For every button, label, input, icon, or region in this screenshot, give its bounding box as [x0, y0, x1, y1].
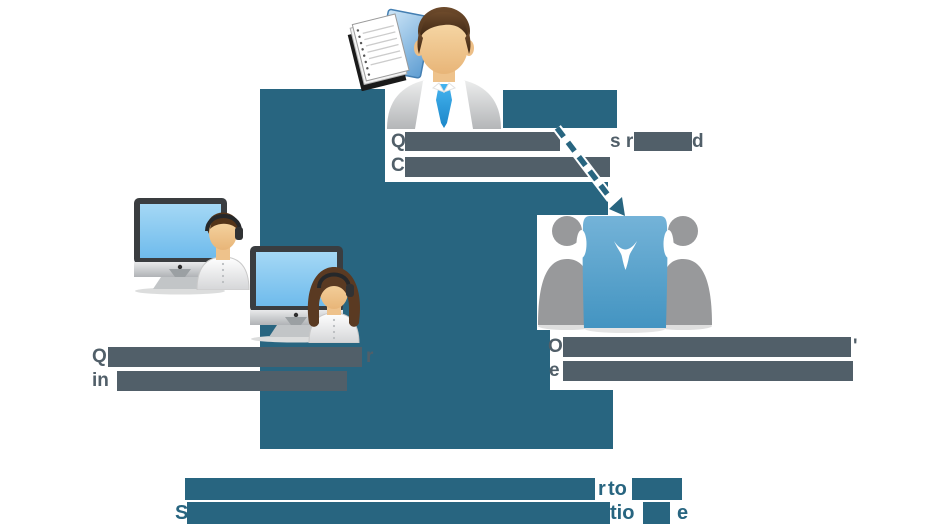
- text-fragment: O: [548, 336, 563, 357]
- text-fragment: s r: [610, 131, 634, 152]
- redacted-text-bar: [108, 347, 362, 367]
- flow-shape-center-lower: [385, 330, 550, 390]
- redacted-text-bar: [632, 478, 682, 500]
- text-fragment: to: [608, 478, 627, 500]
- text-fragment: tio: [610, 502, 635, 524]
- redacted-text-bar: [634, 132, 692, 151]
- redacted-text-bar: [405, 157, 610, 177]
- flow-shape-top-right-block: [503, 90, 617, 128]
- text-fragment: C: [391, 155, 405, 176]
- text-fragment: e: [677, 502, 689, 524]
- redacted-text-bar: [185, 478, 595, 500]
- text-fragment: d: [692, 131, 704, 152]
- text-fragment: Q: [391, 131, 406, 152]
- team-icon: [538, 216, 712, 333]
- text-fragment: ': [853, 336, 858, 357]
- text-fragment: Q: [92, 346, 107, 367]
- flow-shape-center-block: [385, 215, 537, 330]
- redacted-text-bar: [187, 502, 610, 524]
- text-fragment: e: [549, 360, 560, 381]
- redacted-text-bar: [563, 361, 853, 381]
- call-center-agent-icon: [307, 267, 361, 343]
- text-fragment: in: [92, 370, 109, 391]
- redacted-text-bar: [643, 502, 670, 524]
- text-fragment: r: [366, 346, 374, 367]
- redacted-text-bar: [405, 132, 560, 151]
- flow-shape-bottom-band: [385, 390, 613, 449]
- documents-icon: [347, 8, 430, 91]
- redacted-text-bar: [563, 337, 851, 357]
- redacted-text-bar: [117, 371, 347, 391]
- call-center-agent-icon: [196, 212, 250, 290]
- text-fragment: r: [598, 478, 606, 500]
- businessman-icon: [387, 7, 501, 129]
- text-fragment: S: [175, 502, 189, 524]
